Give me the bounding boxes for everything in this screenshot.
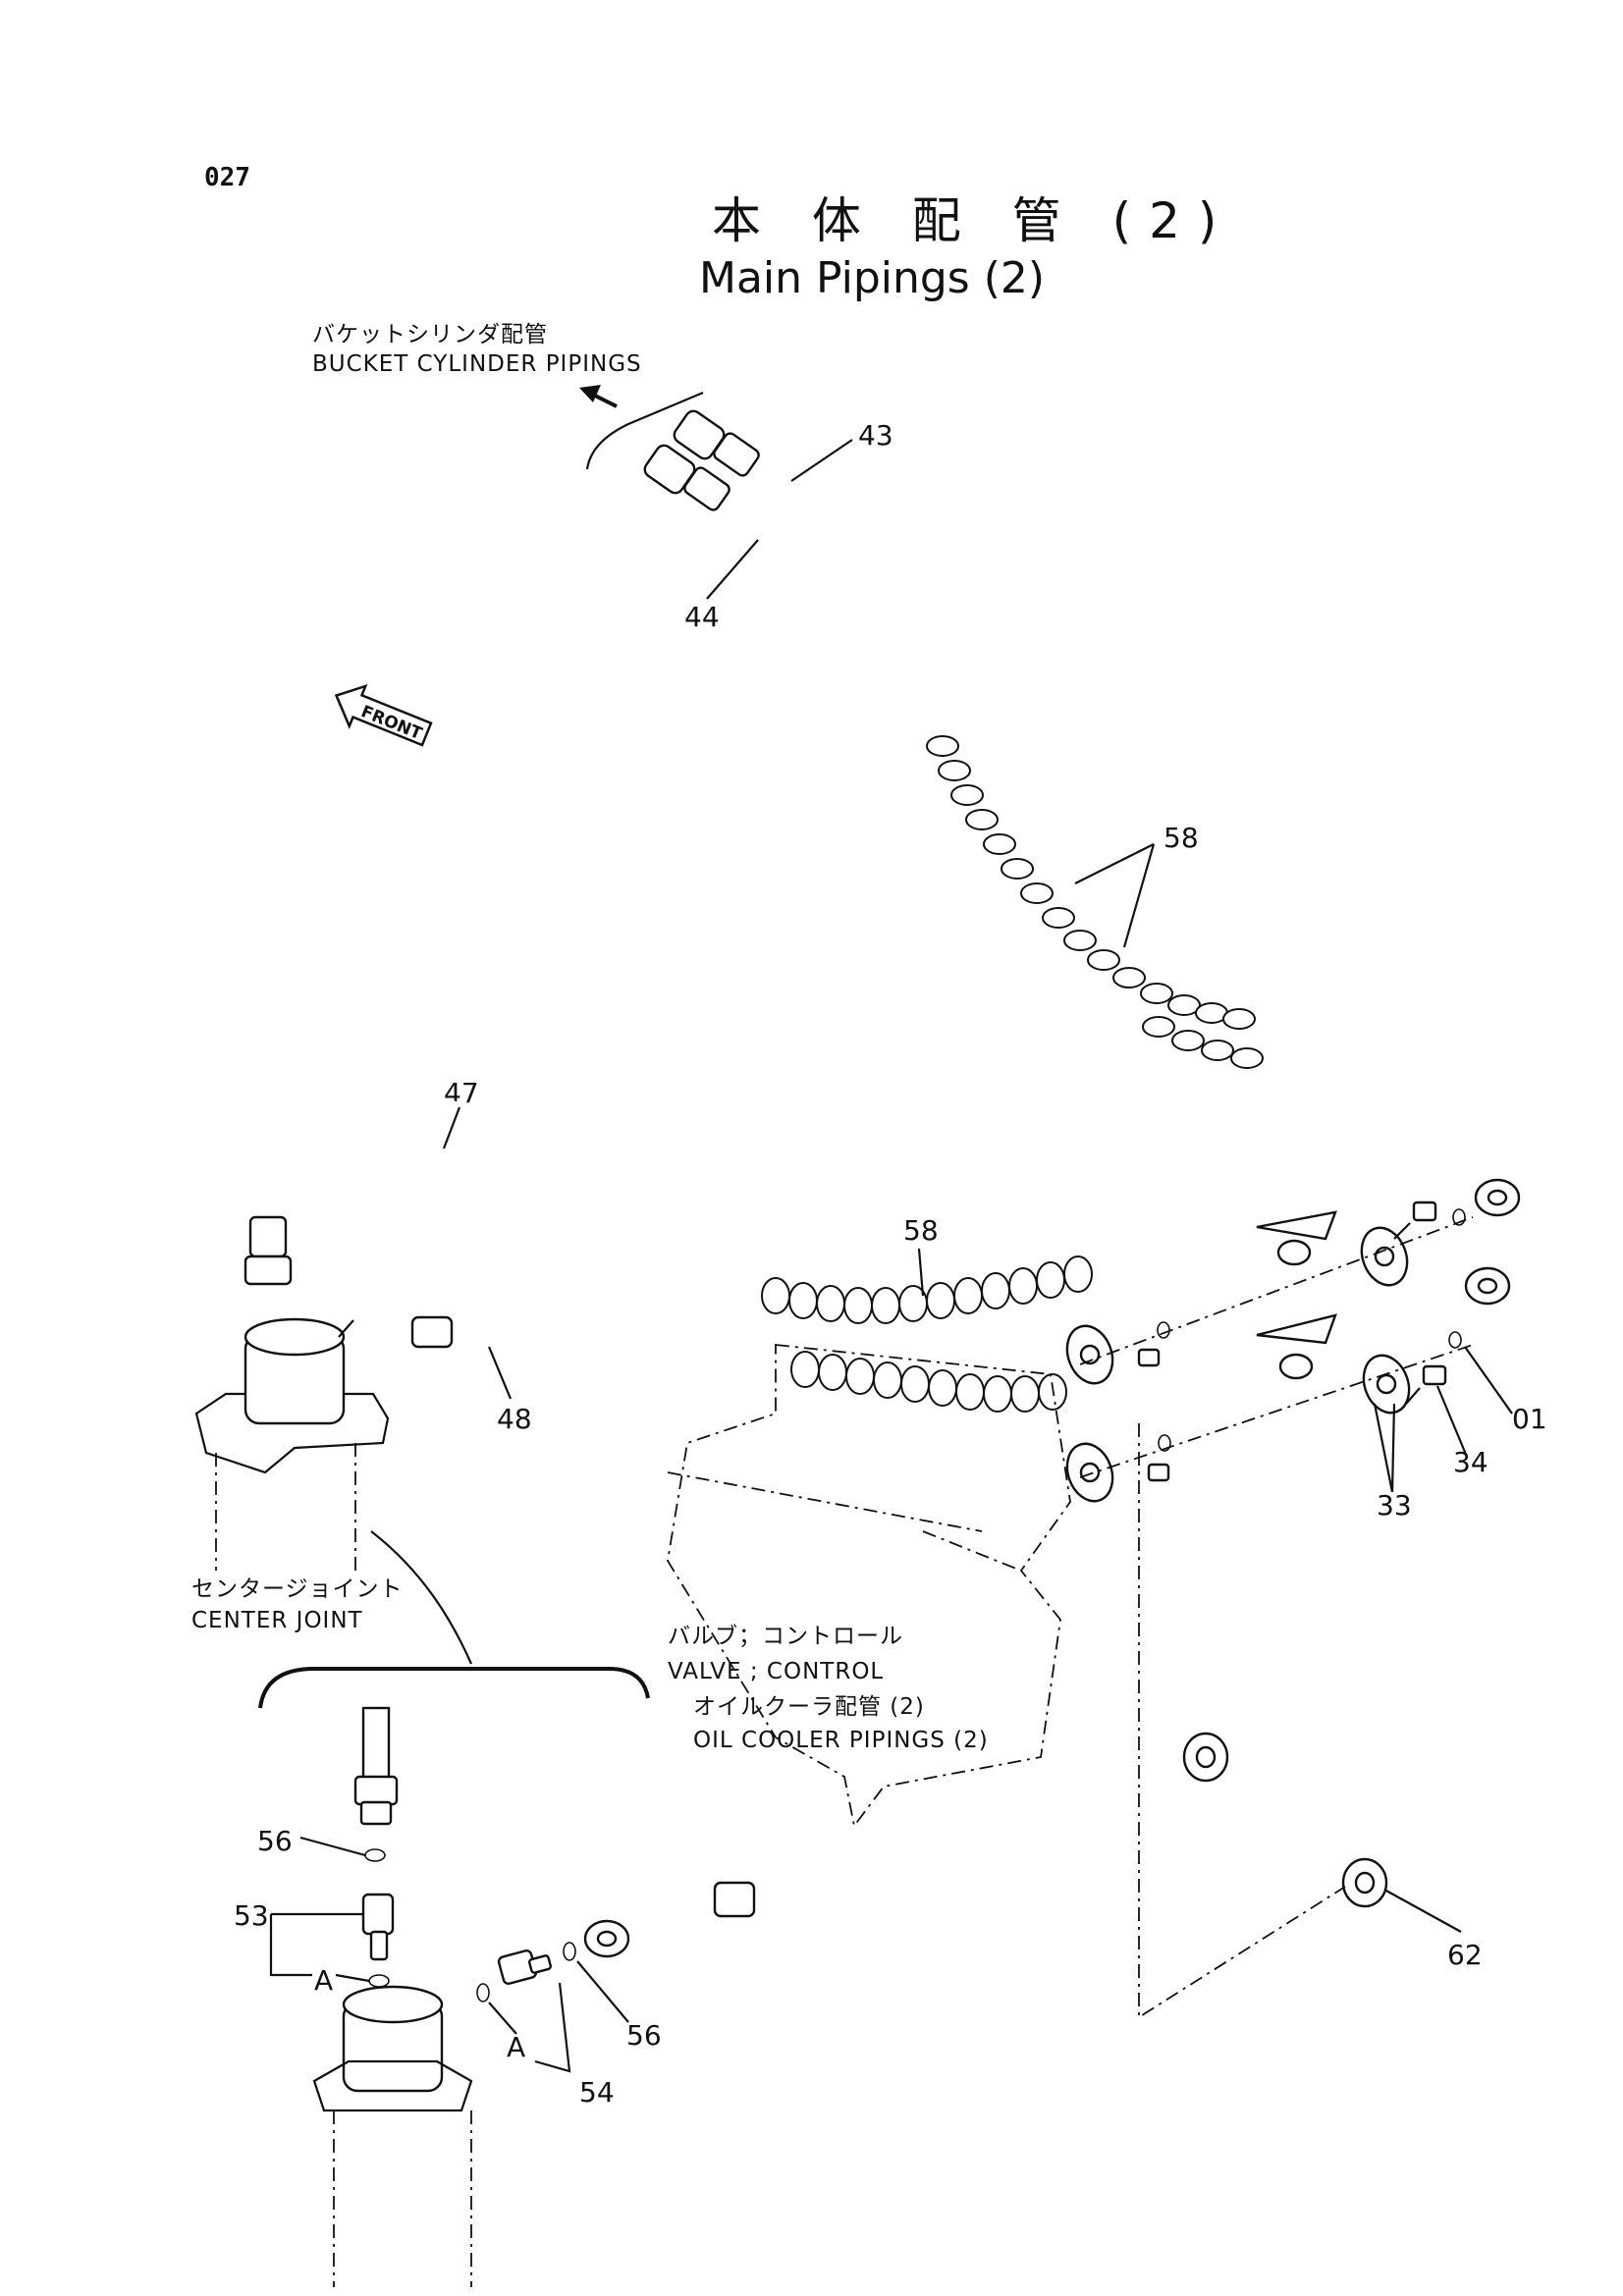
leader-33-a: [1373, 1403, 1394, 1493]
leader-33-b: [1390, 1403, 1396, 1493]
section-a-label-left: A: [314, 1964, 334, 1997]
part-number-56-upper: 56: [257, 1825, 293, 1857]
front-arrow-icon: FRONT: [334, 683, 433, 747]
hose-48: [339, 1310, 1310, 1396]
detail-bracket: [258, 1667, 650, 1709]
part-number-48: 48: [497, 1403, 532, 1435]
bucket-cylinder-label-jp: バケットシリンダ配管: [312, 322, 548, 347]
leader-34: [1435, 1385, 1469, 1458]
leader-a-right: [488, 2002, 517, 2035]
part-number-56-lower: 56: [626, 2019, 662, 2052]
o-ring-56-lower: [563, 1942, 576, 1961]
part-number-01: 01: [1512, 1403, 1547, 1435]
bolt-34-upper: [1393, 1201, 1437, 1240]
o-ring-56-upper: [364, 1848, 386, 1862]
flange-upper-right: [1360, 1226, 1409, 1287]
centerline-1: [1079, 1216, 1474, 1365]
elbow-fitting-lower-right: [1464, 1266, 1511, 1306]
o-ring-a-right: [476, 1983, 490, 2002]
part-number-54: 54: [579, 2076, 615, 2109]
hose-44-end-fitting: [643, 444, 730, 511]
hose-43-end-fitting: [673, 409, 760, 477]
control-valve-label-en: VALVE ; CONTROL: [668, 1659, 885, 1684]
direction-arrow-icon: [579, 385, 618, 408]
flange-lower-right: [1362, 1354, 1411, 1415]
hose-44: [671, 462, 1542, 1286]
leader-44: [706, 539, 759, 600]
page-title-japanese: 本 体 配 管 (2): [712, 192, 1235, 249]
center-joint-label-jp: センタージョイント: [191, 1576, 404, 1602]
oil-cooler-label-jp: オイルクーラ配管 (2): [693, 1694, 925, 1720]
page-title-english: Main Pipings (2): [699, 253, 1046, 303]
detail-hose-end: [353, 1706, 399, 1826]
part-number-58-lower: 58: [903, 1214, 939, 1247]
part-number-34: 34: [1453, 1446, 1488, 1478]
bolt-34-left-lower: [1147, 1463, 1170, 1482]
bracket-53-a: [269, 1914, 312, 1977]
o-ring-01-lower: [1448, 1331, 1462, 1349]
hose-62: [1182, 1676, 1507, 1908]
adapter-54: [497, 1949, 552, 1985]
center-joint-lower: [312, 1985, 473, 2287]
part-number-53: 53: [234, 1899, 269, 1932]
o-ring-a-left: [368, 1974, 390, 1988]
part-number-58-upper: 58: [1163, 822, 1199, 854]
part-number-44: 44: [684, 601, 720, 633]
page-number: 027: [204, 163, 250, 192]
leader-62: [1383, 1889, 1462, 1933]
flange-upper-left: [1065, 1324, 1114, 1385]
part-number-33: 33: [1377, 1489, 1412, 1522]
bucket-bracket: [585, 391, 704, 470]
part-number-43: 43: [858, 419, 893, 452]
flange-lower-left: [1065, 1442, 1114, 1503]
center-joint-leader: [370, 1530, 473, 1665]
o-ring-01-left-upper: [1157, 1321, 1170, 1339]
leader-56-upper: [299, 1836, 366, 1857]
adapter-53: [361, 1893, 395, 1961]
spiral-guard-58-lower: [761, 1255, 1093, 1413]
hose-cone-fitting-upper: [1256, 1210, 1337, 1266]
bolt-34-lower: [1405, 1364, 1447, 1405]
hose-48-fitting: [410, 1315, 454, 1349]
spiral-guard-58-upper: [926, 735, 1264, 1069]
part-number-62: 62: [1447, 1939, 1483, 1971]
hose-47-fitting: [243, 1215, 293, 1286]
hose-47: [248, 1083, 1307, 1306]
centerline-2: [1079, 1344, 1474, 1478]
o-ring-01-upper: [1452, 1208, 1466, 1226]
o-ring-01-left-lower: [1158, 1434, 1171, 1452]
leader-58-upper-b: [1122, 843, 1156, 948]
detail-elbow-hose: [583, 1881, 815, 1958]
elbow-fitting-upper-right: [1474, 1178, 1521, 1217]
bracket-54: [534, 1982, 571, 2073]
oil-cooler-label-en: OIL COOLER PIPINGS (2): [693, 1728, 989, 1753]
leader-a-left: [335, 1973, 370, 1983]
leader-43: [790, 439, 853, 482]
leader-47: [442, 1106, 461, 1149]
control-valve-label-jp: バルブ；コントロール: [668, 1624, 903, 1649]
hose-cone-fitting-lower: [1256, 1313, 1337, 1380]
bucket-cylinder-label-en: BUCKET CYLINDER PIPINGS: [312, 351, 642, 377]
center-joint-label-en: CENTER JOINT: [191, 1608, 363, 1633]
center-joint-upper: [194, 1317, 390, 1571]
section-a-label-right: A: [507, 2031, 526, 2063]
leader-58-lower: [917, 1248, 925, 1297]
leader-48: [487, 1346, 513, 1400]
control-valve-body: [667, 1343, 1071, 1829]
leader-01: [1464, 1346, 1513, 1415]
bolt-34-left-upper: [1137, 1348, 1161, 1367]
leader-56-lower: [576, 1960, 629, 2023]
leader-58-upper-a: [1074, 843, 1155, 884]
